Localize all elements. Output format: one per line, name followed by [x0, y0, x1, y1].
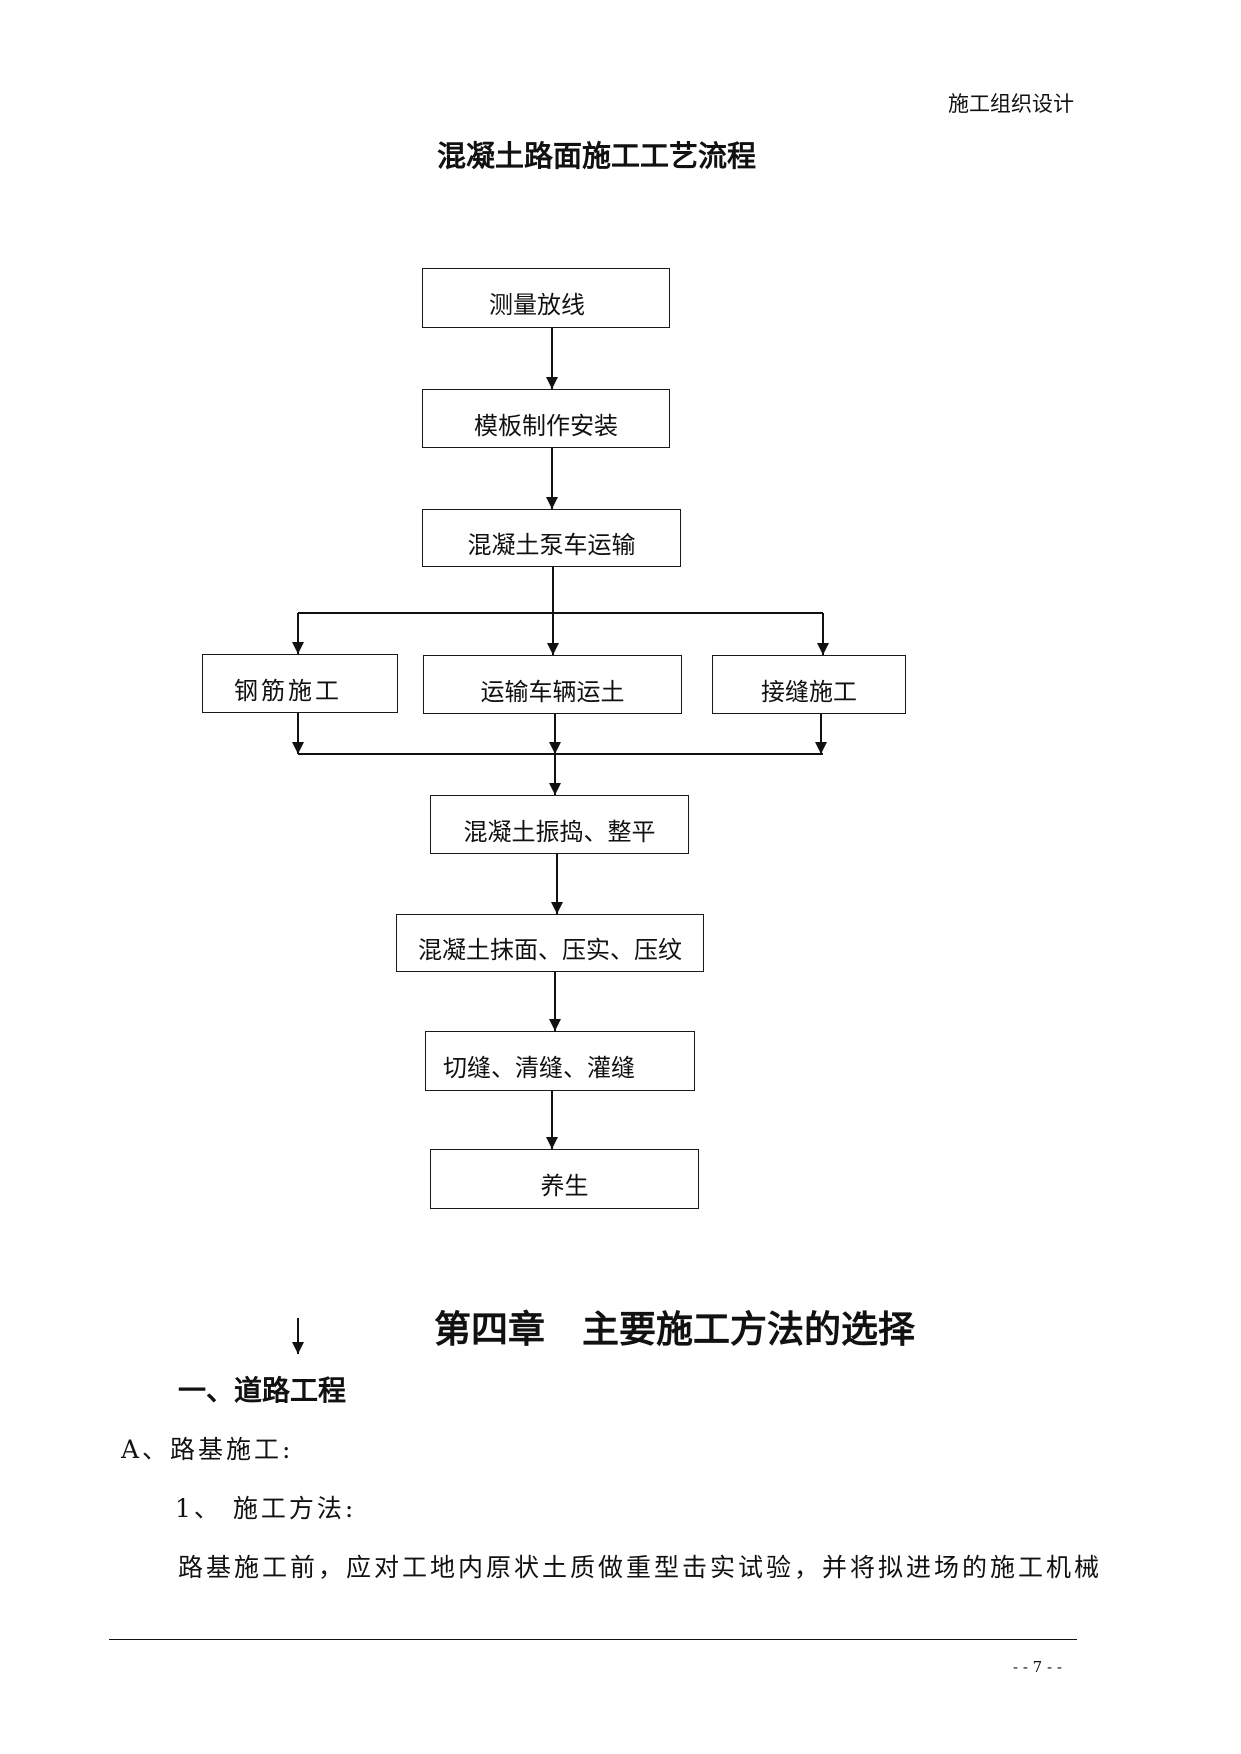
flow-step-curing: 养生: [430, 1149, 699, 1209]
flow-step-label: 混凝土振捣、整平: [463, 817, 656, 846]
item-heading: 1、 施工方法:: [175, 1494, 357, 1523]
flow-step-label: 养生: [540, 1172, 589, 1200]
subsection-heading: A、路基施工:: [121, 1435, 294, 1464]
running-header: 施工组织设计: [948, 92, 1074, 116]
section-title: 一、道路工程: [178, 1374, 347, 1407]
flow-step-finish-compact-texture: 混凝土抹面、压实、压纹: [396, 914, 704, 972]
flow-step-label: 钢筋施工: [234, 676, 342, 705]
body-paragraph: 路基施工前，应对工地内原状土质做重型击实试验，并将拟进场的施工机械: [178, 1553, 1103, 1582]
flow-step-rebar: 钢筋施工: [202, 654, 398, 713]
flow-step-vibrate-level: 混凝土振捣、整平: [430, 795, 689, 854]
flow-step-label: 混凝土抹面、压实、压纹: [418, 936, 682, 964]
flow-step-label: 接缝施工: [761, 677, 857, 706]
flowchart-title: 混凝土路面施工工艺流程: [437, 139, 757, 173]
flow-step-pump-truck: 混凝土泵车运输: [422, 509, 681, 567]
flow-step-formwork: 模板制作安装: [422, 389, 670, 448]
flow-step-cut-clean-fill: 切缝、清缝、灌缝: [425, 1031, 695, 1091]
flow-step-label: 测量放线: [489, 291, 585, 319]
footer-rule: [109, 1639, 1077, 1640]
flow-step-soil-transport: 运输车辆运土: [423, 655, 682, 714]
page-number: - - 7 - -: [1013, 1658, 1062, 1676]
chapter-title: 第四章 主要施工方法的选择: [434, 1307, 915, 1351]
flow-step-joint: 接缝施工: [712, 655, 906, 714]
flow-step-survey: 测量放线: [422, 268, 670, 328]
flow-step-label: 混凝土泵车运输: [467, 531, 636, 559]
flow-step-label: 运输车辆运土: [480, 677, 625, 706]
flow-step-label: 模板制作安装: [474, 411, 618, 440]
flow-step-label: 切缝、清缝、灌缝: [443, 1054, 635, 1082]
